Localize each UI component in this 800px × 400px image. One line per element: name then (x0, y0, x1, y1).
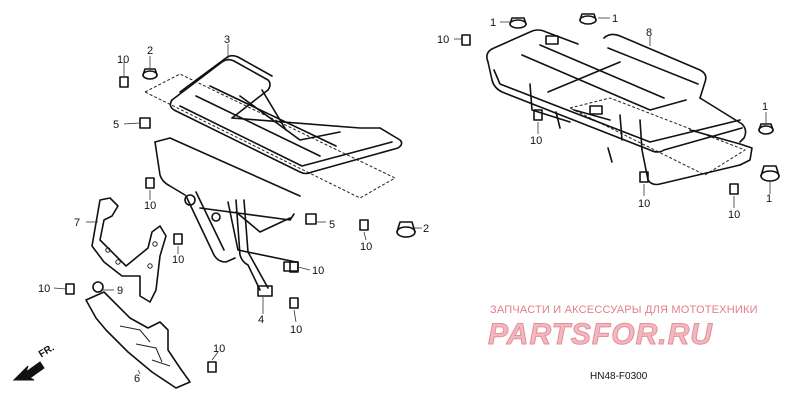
callout-9: 9 (117, 285, 123, 297)
callout-6: 6 (134, 373, 140, 385)
callout-labels: 1 1 1 1 2 2 3 4 5 5 6 7 8 9 10 10 10 10 … (38, 13, 772, 385)
callout-5: 5 (113, 119, 119, 131)
callout-1: 1 (762, 101, 768, 113)
callout-10: 10 (360, 241, 372, 253)
callout-1: 1 (612, 13, 618, 25)
rear-carrier (486, 29, 753, 186)
callout-7: 7 (74, 217, 80, 229)
callout-10: 10 (638, 198, 650, 210)
callout-10: 10 (312, 265, 324, 277)
cushion-parts (142, 13, 780, 238)
bolts (65, 34, 739, 373)
callout-10: 10 (117, 54, 129, 66)
callout-10: 10 (38, 283, 50, 295)
callout-1: 1 (490, 17, 496, 29)
callout-10: 10 (530, 135, 542, 147)
callout-1: 1 (766, 193, 772, 205)
skid-plate (85, 291, 191, 389)
collar-parts (139, 117, 317, 225)
callout-2: 2 (423, 223, 429, 235)
front-direction-arrow (12, 361, 45, 381)
callout-10: 10 (144, 200, 156, 212)
callout-10: 10 (290, 324, 302, 336)
watermark-caption: ЗАПЧАСТИ И АКСЕССУАРЫ ДЛЯ МОТОТЕХНИКИ (490, 304, 758, 316)
callout-10: 10 (728, 209, 740, 221)
callout-4: 4 (258, 314, 264, 326)
callout-8: 8 (646, 27, 652, 39)
callout-2: 2 (147, 45, 153, 57)
callout-10: 10 (437, 34, 449, 46)
leader-lines (53, 17, 771, 375)
bracket (91, 197, 167, 303)
callout-10: 10 (213, 343, 225, 355)
callout-10: 10 (172, 254, 184, 266)
callout-3: 3 (224, 34, 230, 46)
diagram-code: HN48-F0300 (590, 371, 648, 382)
callout-5: 5 (329, 219, 335, 231)
watermark-logo: PARTSFOR.RU (488, 318, 713, 352)
